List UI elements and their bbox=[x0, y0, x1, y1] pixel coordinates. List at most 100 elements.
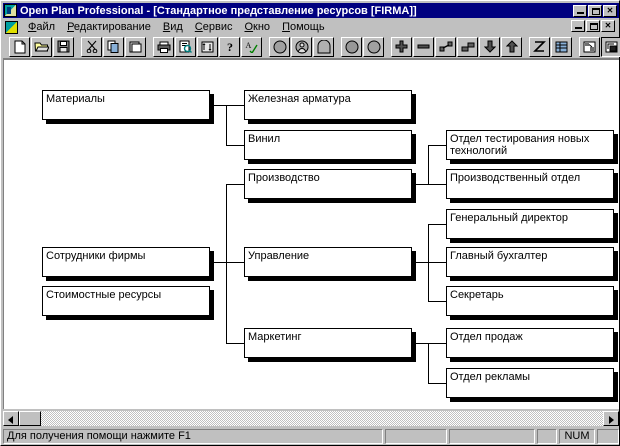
menu-service-rest: ервис bbox=[202, 21, 233, 33]
status-pane-3 bbox=[537, 429, 557, 444]
node-vinil[interactable]: Винил bbox=[244, 130, 412, 160]
link-icon[interactable] bbox=[435, 36, 456, 57]
copy-icon[interactable] bbox=[103, 36, 124, 57]
resource-shape-icon[interactable] bbox=[313, 36, 334, 57]
node-proizvodstvennyy-otdel[interactable]: Производственный отдел bbox=[446, 169, 614, 199]
connector-upravlenie-out bbox=[412, 262, 429, 263]
menu-window-accel: О bbox=[244, 21, 254, 33]
resource-person-icon[interactable] bbox=[291, 36, 312, 57]
connector-to-upravlenie bbox=[226, 262, 244, 263]
status-badge-num: NUM bbox=[559, 429, 595, 444]
child-close-button[interactable]: ✕ bbox=[601, 20, 615, 32]
resource-filled-icon[interactable] bbox=[341, 36, 362, 57]
document-icon[interactable] bbox=[5, 20, 18, 34]
resource-circle-icon[interactable] bbox=[269, 36, 290, 57]
resource-oval-icon[interactable] bbox=[363, 36, 384, 57]
print-preview-icon[interactable] bbox=[175, 36, 196, 57]
connector-marketing-vertical bbox=[428, 343, 429, 383]
open-folder-icon[interactable] bbox=[31, 36, 52, 57]
toolbar: ? A bbox=[3, 35, 620, 59]
connector-to-glavnyy-buhgalter bbox=[428, 262, 446, 263]
menu-item-edit[interactable]: Редактирование bbox=[61, 20, 157, 34]
connector-marketing-out bbox=[412, 343, 429, 344]
connector-to-otdel-reklamy bbox=[428, 383, 446, 384]
move-down-icon[interactable] bbox=[479, 36, 500, 57]
node-otdel-testirovaniya[interactable]: Отдел тестирования новых технологий bbox=[446, 130, 614, 160]
connector-to-marketing bbox=[226, 343, 244, 344]
diagram-canvas[interactable]: Материалы Железная арматура Винил Отдел … bbox=[3, 59, 619, 409]
connector-proizvodstvo-out bbox=[412, 184, 429, 185]
print-icon[interactable] bbox=[153, 36, 174, 57]
menu-view-accel: В bbox=[162, 21, 171, 33]
window-title: Open Plan Professional - [Стандартное пр… bbox=[20, 4, 417, 17]
status-bar: Для получения помощи нажмите F1 NUM bbox=[3, 428, 619, 445]
menu-service-accel: С bbox=[194, 21, 203, 33]
connector-materialy-out bbox=[210, 105, 227, 106]
node-zheleznaya-armatura[interactable]: Железная арматура bbox=[244, 90, 412, 120]
connector-proizvodstvo-vertical bbox=[428, 145, 429, 185]
connector-to-sekretar bbox=[428, 301, 446, 302]
add-plus-icon[interactable] bbox=[391, 36, 412, 57]
menu-file-rest: айл bbox=[36, 21, 56, 33]
node-sotrudniki-firmy[interactable]: Сотрудники фирмы bbox=[42, 247, 210, 277]
remove-minus-icon[interactable] bbox=[413, 36, 434, 57]
connector-to-vinil bbox=[226, 145, 244, 146]
move-up-icon[interactable] bbox=[501, 36, 522, 57]
node-marketing[interactable]: Маркетинг bbox=[244, 328, 412, 358]
help-question-icon[interactable]: ? bbox=[219, 36, 240, 57]
layout-icon[interactable] bbox=[579, 36, 600, 57]
horizontal-scrollbar[interactable] bbox=[3, 410, 619, 426]
menu-window-rest: кно bbox=[253, 21, 271, 33]
maximize-button[interactable] bbox=[588, 4, 602, 17]
connector-to-generalnyy-direktor bbox=[428, 224, 446, 225]
close-button[interactable]: ✕ bbox=[603, 4, 617, 17]
minimize-button[interactable] bbox=[573, 4, 587, 17]
menu-item-help[interactable]: Помощь bbox=[276, 20, 331, 34]
fit-window-icon[interactable] bbox=[601, 36, 620, 57]
node-proizvodstvo[interactable]: Производство bbox=[244, 169, 412, 199]
status-pane-2 bbox=[449, 429, 535, 444]
grid-table-icon[interactable] bbox=[551, 36, 572, 57]
zigzag-icon[interactable] bbox=[529, 36, 550, 57]
node-generalnyy-direktor[interactable]: Генеральный директор bbox=[446, 209, 614, 239]
connector-sotrudniki-out bbox=[210, 262, 227, 263]
connector-to-otdel-testirovaniya bbox=[428, 145, 446, 146]
node-stoimostnye-resursy[interactable]: Стоимостные ресурсы bbox=[42, 286, 210, 316]
mdi-child-controls: ✕ bbox=[571, 20, 615, 32]
node-upravlenie[interactable]: Управление bbox=[244, 247, 412, 277]
menu-file-accel: Ф bbox=[28, 21, 37, 33]
menu-item-file[interactable]: Файл bbox=[22, 20, 61, 34]
scroll-left-arrow-icon[interactable] bbox=[3, 410, 19, 426]
node-glavnyy-buhgalter[interactable]: Главный бухгалтер bbox=[446, 247, 614, 277]
menu-item-service[interactable]: Сервис bbox=[189, 20, 239, 34]
scrollbar-thumb[interactable] bbox=[19, 410, 41, 426]
node-materialy[interactable]: Материалы bbox=[42, 90, 210, 120]
status-pane-4 bbox=[597, 429, 619, 444]
paste-icon[interactable] bbox=[125, 36, 146, 57]
step-icon[interactable] bbox=[457, 36, 478, 57]
menu-item-window[interactable]: Окно bbox=[238, 20, 276, 34]
title-bar: Open Plan Professional - [Стандартное пр… bbox=[3, 3, 619, 18]
window-controls: ✕ bbox=[573, 4, 617, 17]
sort-icon[interactable] bbox=[197, 36, 218, 57]
resource-breakdown-structure: Материалы Железная арматура Винил Отдел … bbox=[4, 60, 619, 409]
node-otdel-prodazh[interactable]: Отдел продаж bbox=[446, 328, 614, 358]
spell-check-icon[interactable]: A bbox=[241, 36, 262, 57]
connector-sotrudniki-vertical bbox=[226, 184, 227, 343]
scrollbar-track[interactable] bbox=[19, 410, 603, 426]
connector-upravlenie-vertical bbox=[428, 224, 429, 302]
menu-edit-accel: Р bbox=[67, 21, 74, 33]
node-sekretar[interactable]: Секретарь bbox=[446, 286, 614, 316]
child-minimize-button[interactable] bbox=[571, 20, 585, 32]
status-pane-1 bbox=[385, 429, 447, 444]
node-otdel-reklamy[interactable]: Отдел рекламы bbox=[446, 368, 614, 398]
child-restore-button[interactable] bbox=[586, 20, 600, 32]
cut-scissors-icon[interactable] bbox=[81, 36, 102, 57]
new-document-icon[interactable] bbox=[9, 36, 30, 57]
status-message: Для получения помощи нажмите F1 bbox=[3, 429, 383, 444]
scroll-right-arrow-icon[interactable] bbox=[603, 410, 619, 426]
menu-item-view[interactable]: Вид bbox=[157, 20, 189, 34]
svg-text:A: A bbox=[246, 41, 252, 50]
connector-to-otdel-prodazh bbox=[428, 343, 446, 344]
save-disk-icon[interactable] bbox=[53, 36, 74, 57]
